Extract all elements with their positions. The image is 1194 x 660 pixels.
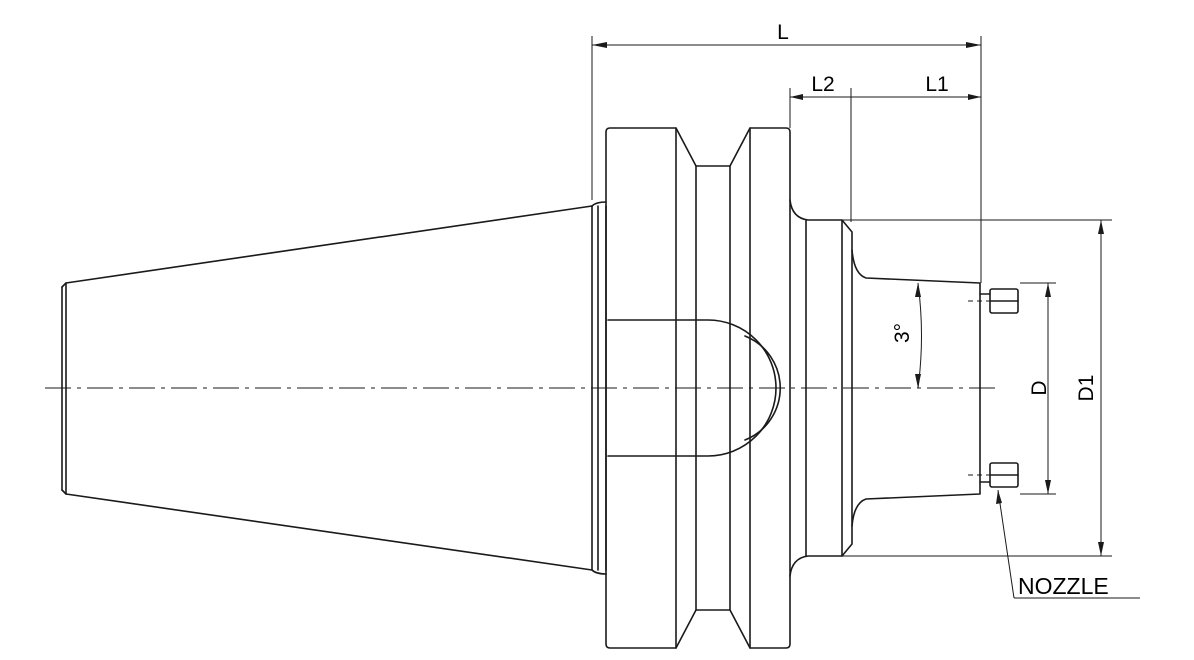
flange [605, 127, 791, 649]
angle-dimension [915, 282, 922, 389]
extension-lines [591, 36, 1112, 557]
dimension-D [1045, 283, 1051, 494]
label-D: D [1028, 380, 1051, 395]
dimension-L [592, 42, 981, 48]
key-slot [607, 319, 782, 457]
dimension-L1 [851, 94, 981, 100]
nozzle-leader [996, 489, 1140, 599]
label-L1: L1 [925, 73, 948, 96]
dimension-D1 [1098, 220, 1104, 556]
holder-body [789, 199, 981, 577]
label-L2: L2 [811, 73, 834, 96]
label-angle: 3° [891, 323, 914, 343]
label-nozzle: NOZZLE [1018, 573, 1109, 599]
label-L: L [777, 21, 789, 44]
dimension-L2 [790, 94, 851, 100]
label-D1: D1 [1075, 375, 1098, 402]
taper-shank [61, 201, 607, 575]
